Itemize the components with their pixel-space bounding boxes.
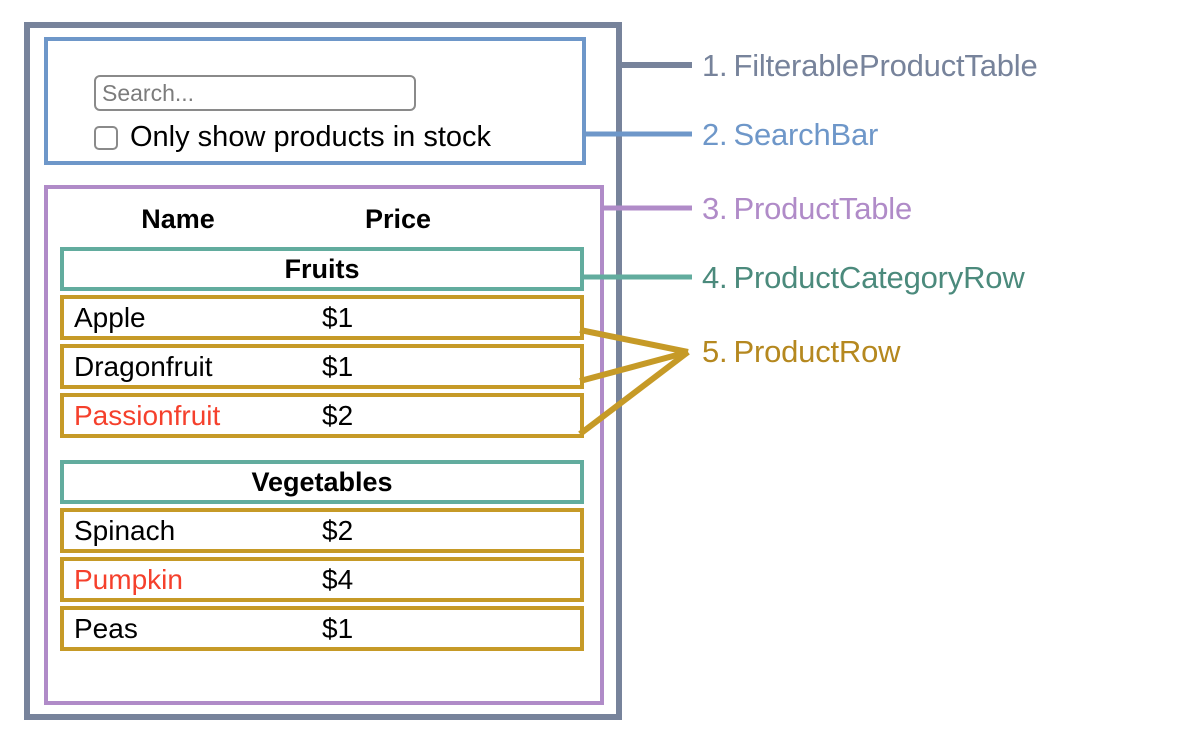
product-name: Dragonfruit [74,350,213,382]
product-name: Pumpkin [74,563,183,595]
column-header-price: Price [364,203,432,234]
legend-number: 2. [702,117,728,152]
product-category-label: Vegetables [251,466,393,497]
search-input[interactable] [94,75,416,111]
product-row: Dragonfruit $1 [60,344,584,389]
product-price: $1 [322,350,354,382]
legend-number: 3. [702,191,728,226]
legend-number: 4. [702,260,728,295]
product-name: Peas [74,612,138,644]
in-stock-filter-row[interactable]: Only show products in stock [94,123,491,152]
product-row: Pumpkin $4 [60,557,584,602]
product-price: $2 [322,514,354,546]
product-name: Apple [74,301,146,333]
legend-item-product-row: 5.ProductRow [702,334,901,370]
legend-number: 1. [702,48,728,83]
product-category-row: Fruits [60,247,584,291]
product-row: Apple $1 [60,295,584,340]
legend-label-text: ProductCategoryRow [733,260,1025,295]
product-row: Spinach $2 [60,508,584,553]
legend-item-search-bar: 2.SearchBar [702,117,878,153]
product-price: $2 [322,399,354,431]
product-name: Passionfruit [74,399,221,431]
product-table: Name Price Fruits Apple $1 Dragonfruit $… [44,185,604,705]
legend-item-product-category-row: 4.ProductCategoryRow [702,260,1025,296]
legend-number: 5. [702,334,728,369]
product-name: Spinach [74,514,176,546]
in-stock-checkbox-label: Only show products in stock [130,121,492,153]
product-table-body: Fruits Apple $1 Dragonfruit $1 Passionfr… [60,247,584,655]
legend-item-filterable-product-table: 1.FilterableProductTable [702,48,1038,84]
product-row: Passionfruit $2 [60,393,584,438]
product-table-header: Name Price [48,197,600,241]
product-row: Peas $1 [60,606,584,651]
product-price: $1 [322,612,354,644]
legend-item-product-table: 3.ProductTable [702,191,912,227]
column-header-name: Name [141,203,215,234]
product-price: $4 [322,563,354,595]
group-spacer [60,442,584,460]
product-price: $1 [322,301,354,333]
legend-label-text: ProductRow [733,334,901,369]
in-stock-checkbox[interactable] [94,125,118,150]
legend-label-text: ProductTable [733,191,913,226]
product-category-label: Fruits [284,253,360,284]
search-bar: Only show products in stock [44,37,586,165]
legend-label-text: FilterableProductTable [733,48,1038,83]
legend-label-text: SearchBar [733,117,879,152]
product-category-row: Vegetables [60,460,584,504]
